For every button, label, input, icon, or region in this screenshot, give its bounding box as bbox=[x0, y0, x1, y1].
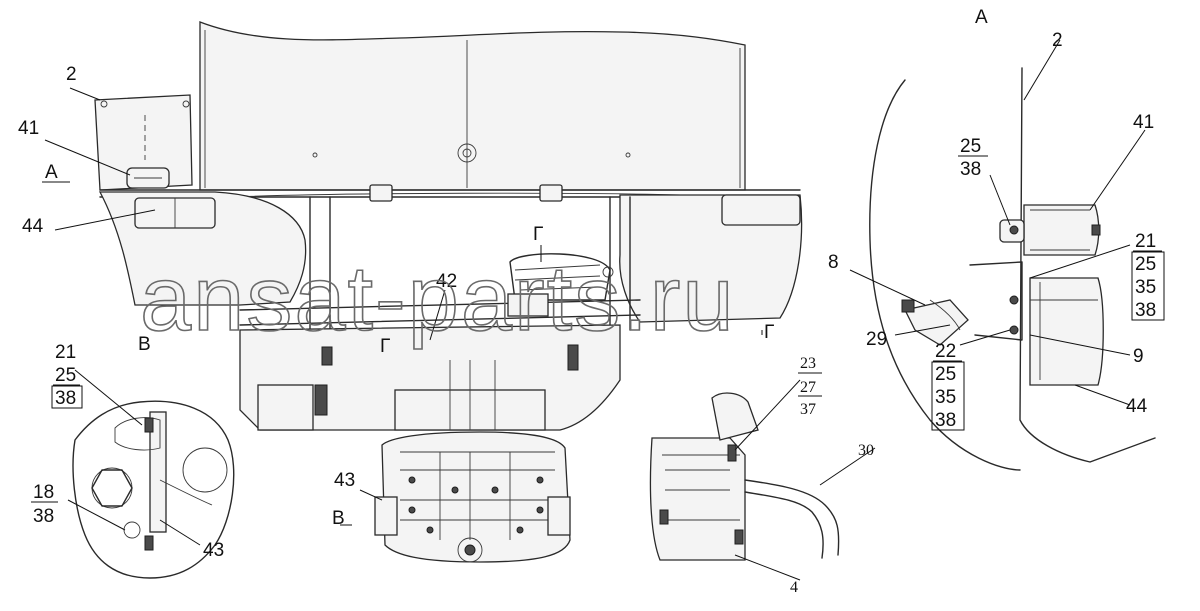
callout-18: 18 bbox=[33, 482, 54, 503]
callout-21-right: 21 bbox=[1135, 231, 1156, 252]
lamp-41-right bbox=[1023, 204, 1100, 256]
view-labels: А А В В Г Г Г bbox=[45, 7, 988, 529]
callout-22: 22 bbox=[935, 341, 956, 362]
callout-25-right-a: 25 bbox=[960, 136, 981, 157]
lamp-right bbox=[721, 194, 801, 226]
callout-25-right-c: 25 bbox=[935, 364, 956, 385]
bracket-43-mid bbox=[374, 496, 398, 536]
view-label-g-mid: Г bbox=[380, 336, 390, 357]
callout-38-right-b: 38 bbox=[1135, 300, 1156, 321]
callout-43-left: 43 bbox=[203, 540, 224, 561]
cable-30 bbox=[744, 479, 840, 559]
callouts: 2 41 44 42 21 25 38 18 38 43 43 23 27 37… bbox=[18, 30, 1165, 596]
callout-2-left: 2 bbox=[66, 64, 77, 85]
callout-37: 37 bbox=[800, 401, 816, 418]
callout-41-left: 41 bbox=[18, 118, 39, 139]
callout-43-mid: 43 bbox=[334, 470, 355, 491]
callout-25-right-b: 25 bbox=[1135, 254, 1156, 275]
callout-25-left: 25 bbox=[55, 365, 76, 386]
callout-4: 4 bbox=[790, 579, 798, 596]
callout-44-left: 44 bbox=[22, 216, 44, 237]
callout-29: 29 bbox=[866, 329, 887, 350]
detail-a bbox=[869, 67, 1156, 471]
callout-30: 30 bbox=[858, 442, 874, 459]
callout-23: 23 bbox=[800, 355, 816, 372]
watermark: ansat-parts.ru bbox=[140, 248, 736, 350]
callout-38-left-a: 38 bbox=[55, 388, 76, 409]
callout-38-right-a: 38 bbox=[960, 159, 981, 180]
view-label-g-right: Г bbox=[764, 322, 774, 343]
callout-35-right-a: 35 bbox=[1135, 277, 1156, 298]
callout-44-right: 44 bbox=[1126, 396, 1148, 417]
view-label-a-top: А bbox=[975, 7, 988, 28]
callout-38-left-b: 38 bbox=[33, 506, 54, 527]
detail-v bbox=[72, 400, 235, 579]
callout-21-left: 21 bbox=[55, 342, 76, 363]
cab-body bbox=[199, 21, 746, 191]
callout-27: 27 bbox=[800, 379, 816, 396]
callout-41-right: 41 bbox=[1133, 112, 1154, 133]
main-assembly bbox=[94, 21, 803, 563]
view-label-a-left: А bbox=[45, 162, 58, 183]
callout-42: 42 bbox=[436, 271, 457, 292]
fender-right bbox=[619, 194, 803, 323]
view-label-v-bottom: В bbox=[332, 508, 345, 529]
relay-housing bbox=[649, 437, 746, 561]
view-label-g-top: Г bbox=[533, 224, 543, 245]
leader-lines bbox=[42, 39, 1146, 581]
bracket-plate-2 bbox=[94, 94, 193, 191]
callout-8: 8 bbox=[828, 252, 839, 273]
lamp-44-right bbox=[1029, 277, 1104, 386]
gearbox-housing bbox=[381, 431, 571, 563]
callout-35-right-b: 35 bbox=[935, 387, 956, 408]
detail-g bbox=[649, 392, 840, 561]
callout-9: 9 bbox=[1133, 346, 1144, 367]
view-label-v-left: В bbox=[138, 334, 151, 355]
callout-2-right: 2 bbox=[1052, 30, 1063, 51]
callout-38-right-c: 38 bbox=[935, 410, 956, 431]
